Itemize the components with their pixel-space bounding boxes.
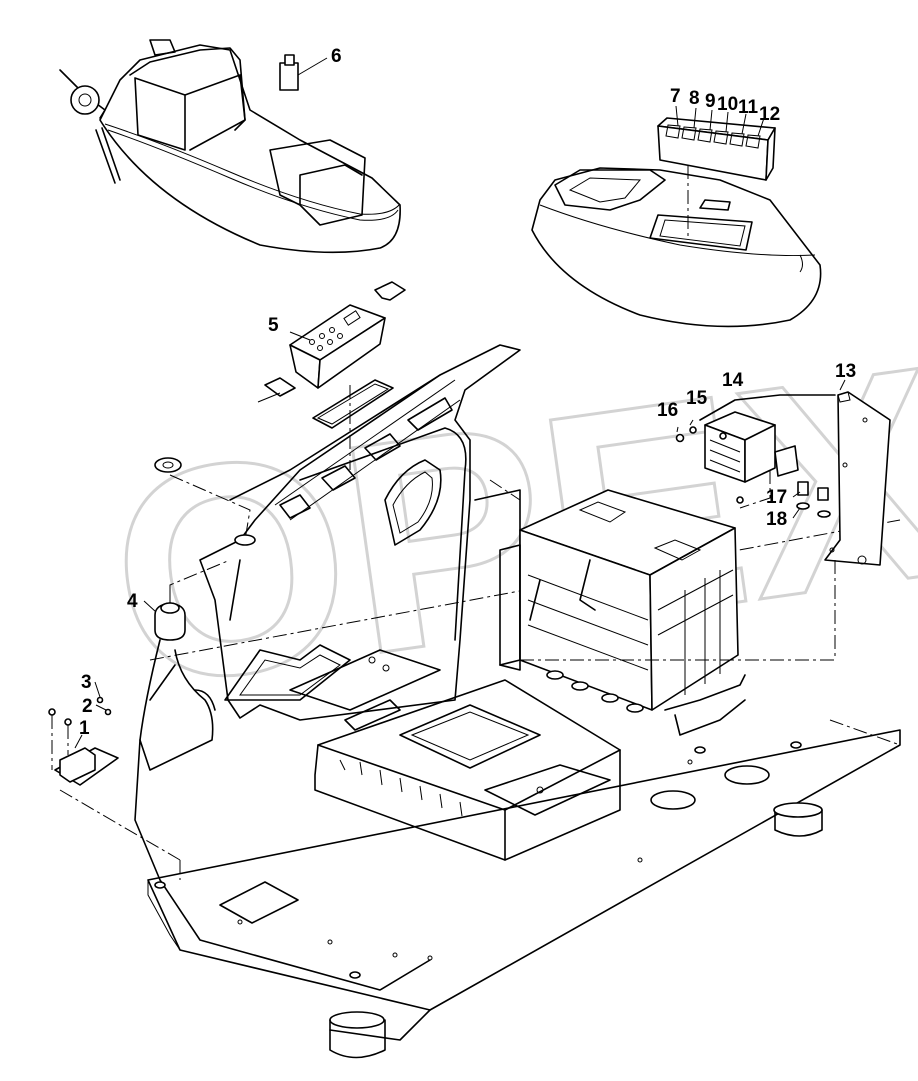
callout-6: 6 (331, 46, 342, 67)
part-13-bracket (824, 379, 891, 566)
callout-10: 10 (717, 94, 738, 115)
callout-16: 16 (657, 400, 678, 421)
switch-block (657, 105, 776, 240)
floor-plate (59, 519, 901, 1059)
callout-3: 3 (81, 672, 92, 693)
seat-mount (289, 649, 621, 861)
callout-18: 18 (766, 509, 787, 530)
callout-12: 12 (759, 104, 780, 125)
callout-5: 5 (268, 315, 279, 336)
watermark: OPEX (92, 302, 918, 751)
part-5-monitor-panel (257, 281, 406, 470)
part-1-pedal (48, 696, 119, 786)
bushing-top (154, 457, 256, 546)
callout-11: 11 (738, 97, 759, 118)
callout-15: 15 (686, 388, 708, 409)
right-console (531, 167, 822, 328)
part-4-bushing (154, 559, 231, 641)
callout-17: 17 (766, 487, 787, 508)
callout-4: 4 (127, 591, 138, 612)
callout-13: 13 (835, 361, 856, 382)
assembly-lines (489, 479, 901, 746)
part-14-controller (699, 394, 836, 509)
left-console (59, 39, 401, 254)
callout-labels: 1 2 3 4 5 6 7 8 9 10 11 12 13 14 15 16 1… (79, 46, 856, 739)
callout-leaders (94, 491, 801, 711)
battery-box (499, 489, 746, 736)
callout-2: 2 (82, 696, 93, 717)
callout-7: 7 (670, 86, 681, 107)
callout-9: 9 (705, 91, 716, 112)
part-6-switch (279, 54, 328, 91)
fasteners-15-18 (675, 419, 831, 518)
callout-14: 14 (722, 370, 744, 391)
callout-1: 1 (79, 718, 90, 739)
callout-8: 8 (689, 88, 700, 109)
left-pillar (134, 639, 431, 991)
